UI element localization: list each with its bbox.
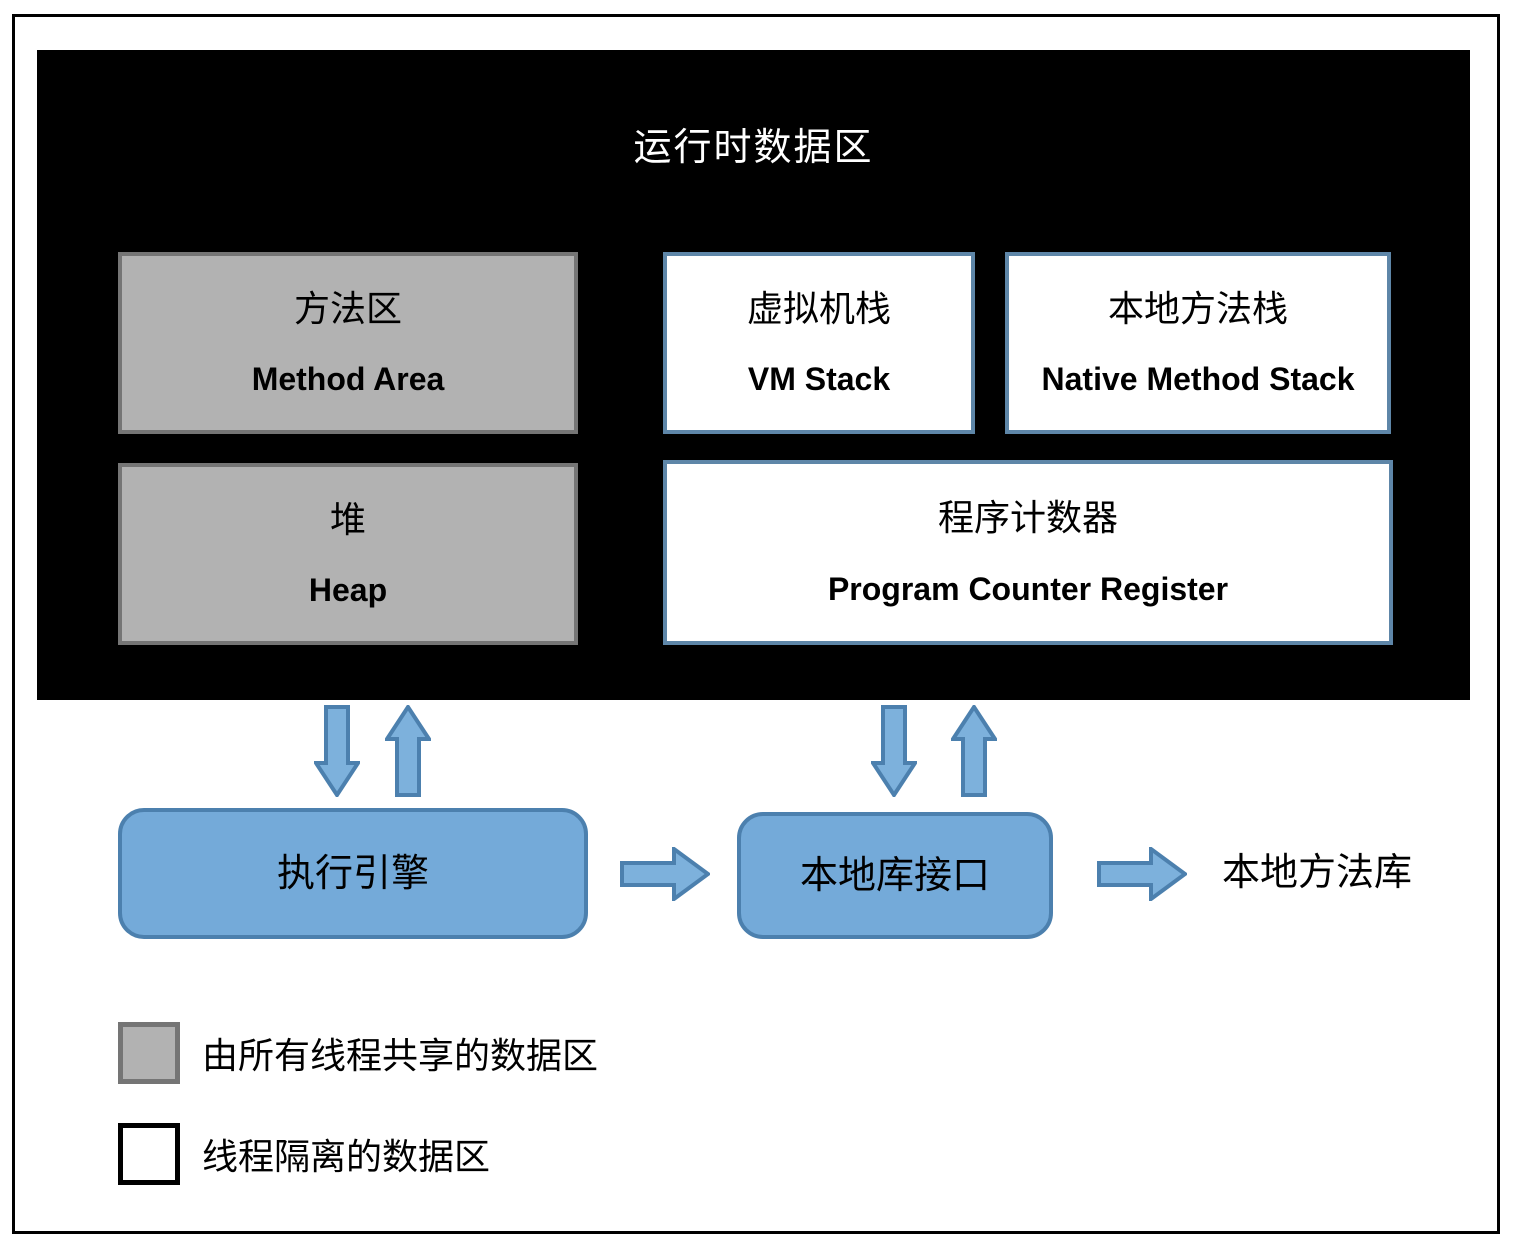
program-counter-label-zh: 程序计数器 xyxy=(937,497,1118,538)
legend-isolated-swatch-icon xyxy=(118,1123,180,1185)
native-method-stack-box: 本地方法栈 Native Method Stack xyxy=(1005,252,1391,434)
runtime-data-area-container: 运行时数据区 方法区 Method Area 堆 Heap 虚拟机栈 VM St… xyxy=(37,50,1470,700)
arrow-down-runtime-to-native-if-icon xyxy=(871,705,917,797)
native-interface-label: 本地库接口 xyxy=(799,854,990,897)
legend-item-isolated: 线程隔离的数据区 xyxy=(118,1123,490,1185)
arrow-up-native-if-to-runtime-icon xyxy=(951,705,997,797)
heap-box: 堆 Heap xyxy=(118,463,578,645)
execution-engine-node: 执行引擎 xyxy=(118,808,588,939)
vm-stack-label-en: VM Stack xyxy=(747,361,891,398)
program-counter-label-en: Program Counter Register xyxy=(827,571,1229,608)
method-area-label-zh: 方法区 xyxy=(293,288,402,329)
vm-stack-label-zh: 虚拟机栈 xyxy=(746,288,891,329)
arrow-right-native-if-to-library-icon xyxy=(1097,847,1187,901)
native-method-stack-label-zh: 本地方法栈 xyxy=(1107,288,1288,329)
program-counter-box: 程序计数器 Program Counter Register xyxy=(663,460,1393,645)
arrow-right-engine-to-native-if-icon xyxy=(620,847,710,901)
vm-stack-box: 虚拟机栈 VM Stack xyxy=(663,252,975,434)
native-method-stack-label-en: Native Method Stack xyxy=(1041,361,1355,398)
legend-shared-swatch-icon xyxy=(118,1022,180,1084)
legend-item-shared: 由所有线程共享的数据区 xyxy=(118,1022,598,1084)
heap-label-zh: 堆 xyxy=(329,499,366,540)
native-library-label: 本地方法库 xyxy=(1222,852,1413,894)
heap-label-en: Heap xyxy=(308,572,388,609)
method-area-label-en: Method Area xyxy=(251,361,445,398)
arrow-down-runtime-to-engine-icon xyxy=(314,705,360,797)
method-area-box: 方法区 Method Area xyxy=(118,252,578,434)
runtime-data-area-title: 运行时数据区 xyxy=(633,127,874,169)
execution-engine-label: 执行引擎 xyxy=(276,852,429,895)
arrow-up-engine-to-runtime-icon xyxy=(385,705,431,797)
native-interface-node: 本地库接口 xyxy=(737,812,1053,939)
legend-shared-label: 由所有线程共享的数据区 xyxy=(202,1036,599,1076)
legend-isolated-label: 线程隔离的数据区 xyxy=(202,1137,491,1177)
diagram-outer-frame xyxy=(12,14,1500,1234)
